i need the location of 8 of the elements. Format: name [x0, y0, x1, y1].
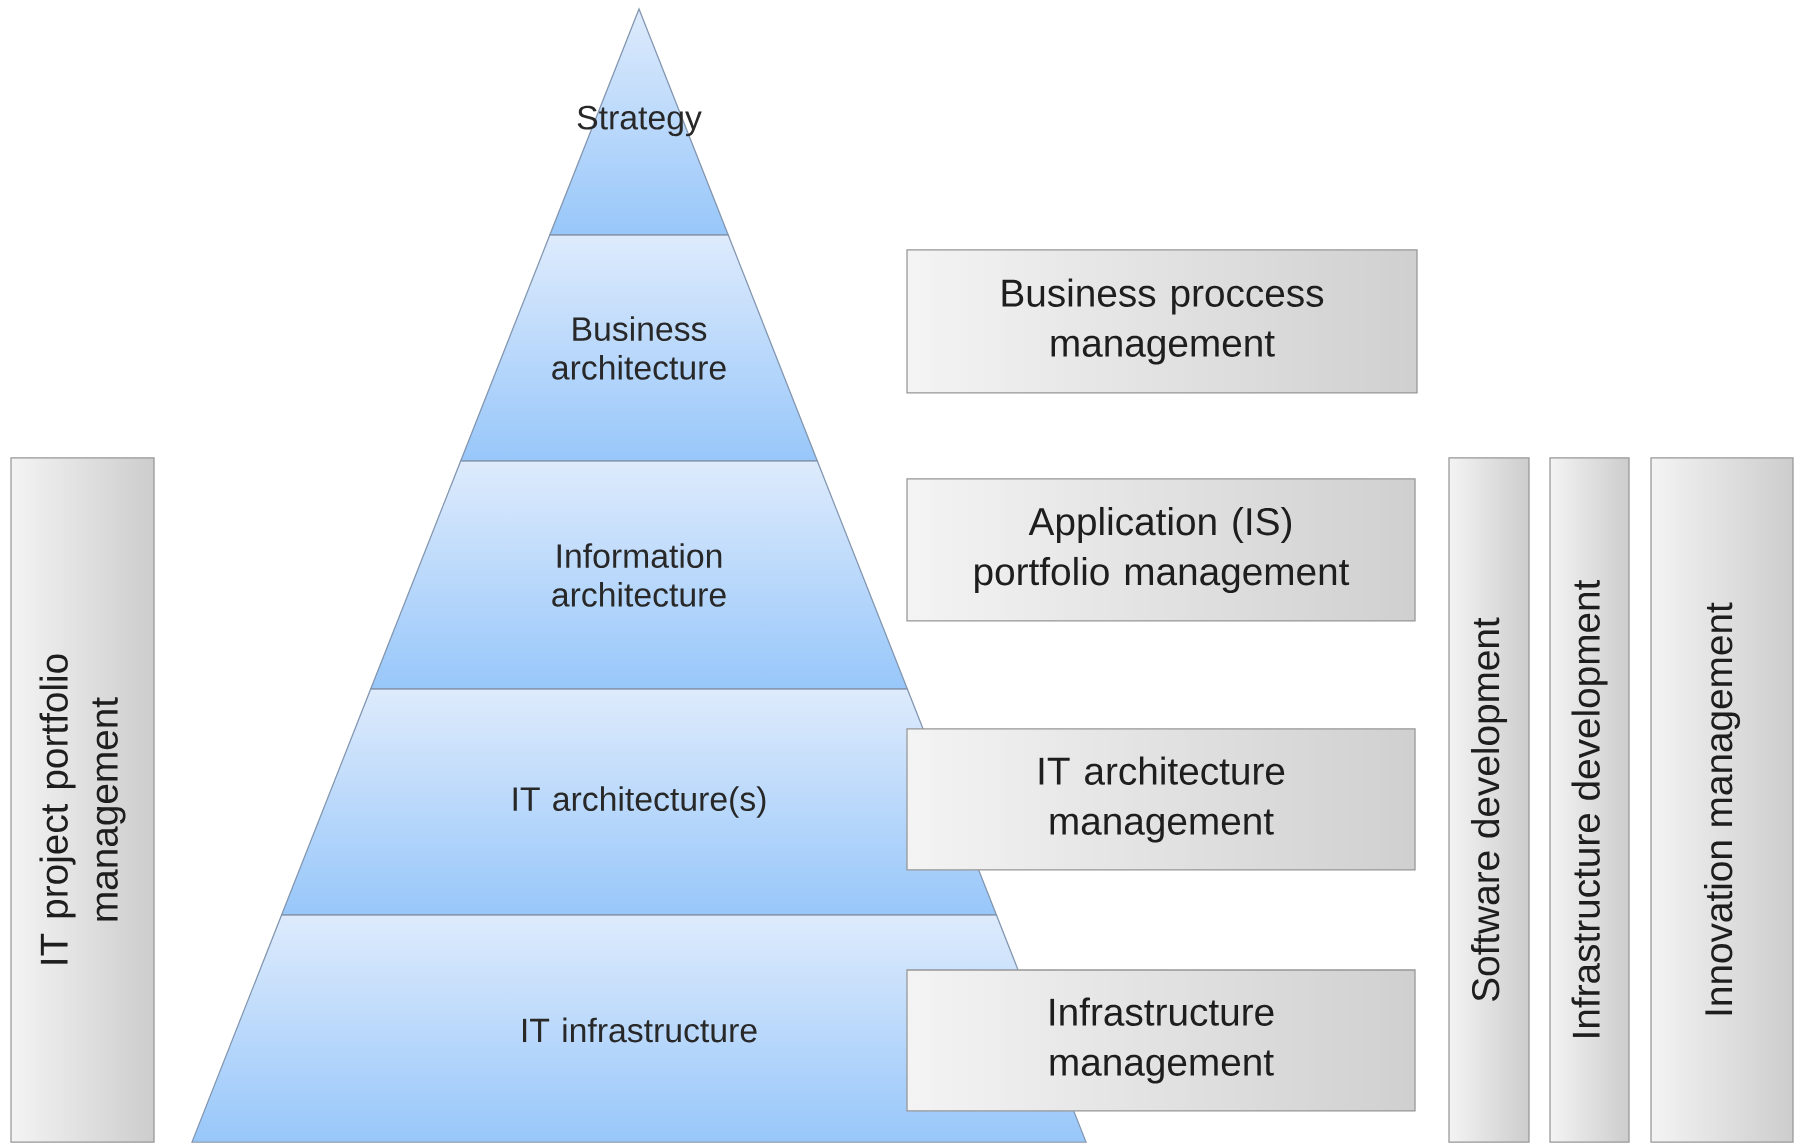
vertical-bar: IT project portfolio management	[10, 457, 155, 1143]
management-box: Business proccess management	[906, 249, 1418, 394]
management-box: IT architecture management	[906, 728, 1416, 871]
vertical-bar: Software development	[1448, 457, 1530, 1143]
vertical-bar: Infrastructure development	[1549, 457, 1630, 1143]
management-box: Application (IS) portfolio management	[906, 478, 1416, 622]
management-box: Infrastructure management	[906, 969, 1416, 1112]
vertical-bar: Innovation management	[1650, 457, 1794, 1143]
